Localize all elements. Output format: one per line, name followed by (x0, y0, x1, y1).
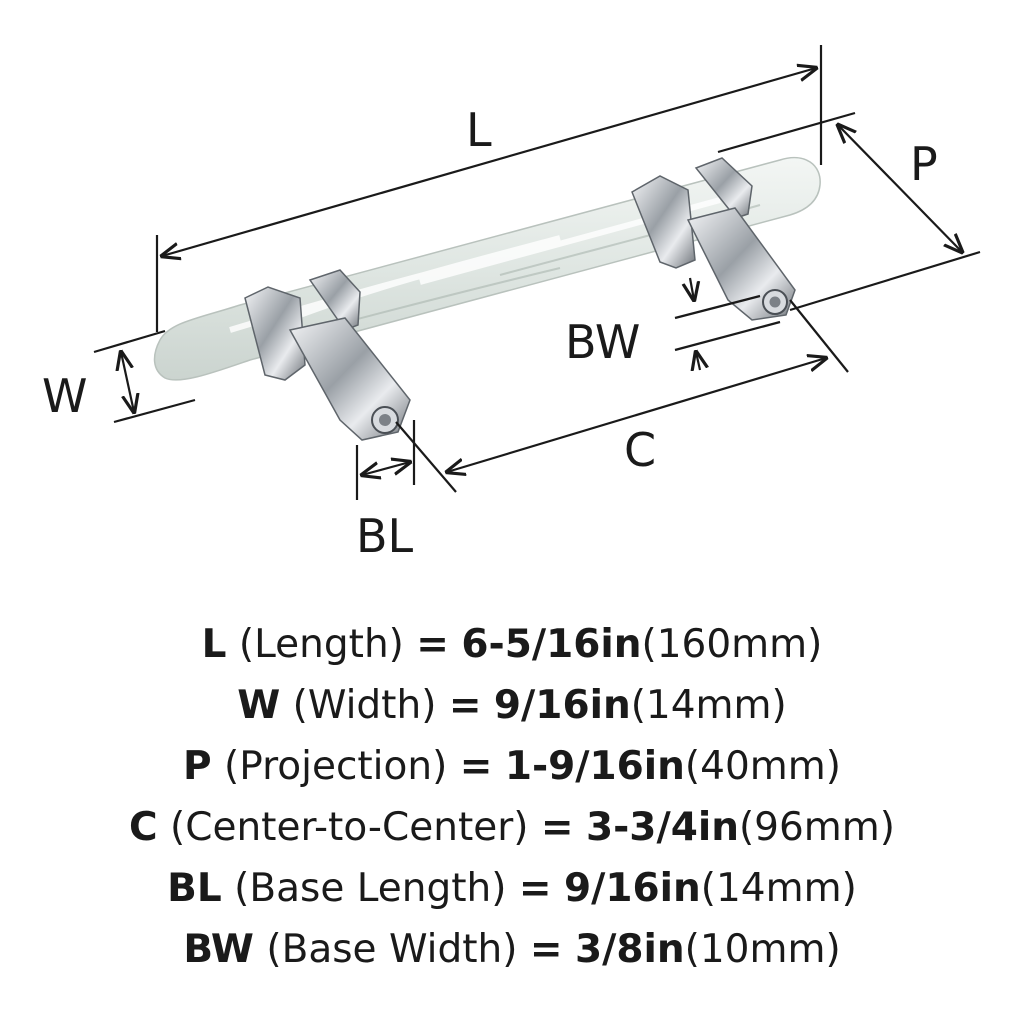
spec-name: (Length) (238, 622, 404, 667)
spec-code: L (201, 622, 227, 667)
spec-imperial: 6-5/16in (461, 622, 642, 667)
spec-list: L (Length) = 6-5/16in(160mm) W (Width) =… (0, 614, 1024, 980)
left-post (244, 269, 411, 441)
spec-metric: (40mm) (684, 744, 841, 789)
spec-name: (Base Width) (266, 927, 518, 972)
spec-eq: = (459, 744, 493, 789)
spec-name: (Width) (292, 683, 437, 728)
spec-metric: (14mm) (700, 866, 857, 911)
spec-imperial: 1-9/16in (504, 744, 685, 789)
spec-code: W (237, 683, 281, 728)
spec-code: C (128, 805, 158, 850)
spec-name: (Projection) (224, 744, 448, 789)
spec-eq: = (416, 622, 449, 667)
spec-imperial: 3/8in (574, 927, 685, 972)
spec-row-center-to-center: C (Center-to-Center) = 3-3/4in(96mm) (0, 797, 1024, 858)
dim-label-BL: BL (356, 509, 414, 563)
spec-metric: (160mm) (641, 622, 823, 667)
spec-code: BL (167, 866, 222, 911)
spec-name: (Center-to-Center) (170, 805, 529, 850)
dimension-diagram: L P W BW C BL (42, 45, 981, 563)
spec-metric: (14mm) (630, 683, 787, 728)
spec-eq: = (518, 866, 552, 911)
spec-imperial: 3-3/4in (585, 805, 739, 850)
spec-row-width: W (Width) = 9/16in(14mm) (0, 675, 1024, 736)
spec-metric: (96mm) (738, 805, 896, 850)
dim-label-W: W (42, 369, 87, 423)
dimension-lines (93, 45, 981, 500)
spec-eq: = (448, 683, 482, 728)
dim-label-BW: BW (565, 315, 640, 369)
spec-eq: = (540, 805, 574, 850)
spec-metric: (10mm) (684, 927, 841, 972)
spec-row-base-width: BW (Base Width) = 3/8in(10mm) (0, 919, 1024, 980)
dim-label-P: P (910, 137, 938, 191)
spec-row-length: L (Length) = 6-5/16in(160mm) (0, 614, 1024, 675)
spec-row-projection: P (Projection) = 1-9/16in(40mm) (0, 736, 1024, 797)
spec-row-base-length: BL (Base Length) = 9/16in(14mm) (0, 858, 1024, 919)
spec-imperial: 9/16in (493, 683, 631, 728)
spec-eq: = (529, 927, 563, 972)
spec-code: P (183, 744, 212, 789)
spec-name: (Base Length) (234, 866, 507, 911)
dim-label-L: L (466, 103, 492, 157)
spec-code: BW (183, 927, 254, 972)
spec-imperial: 9/16in (563, 866, 701, 911)
dim-label-C: C (624, 423, 656, 477)
